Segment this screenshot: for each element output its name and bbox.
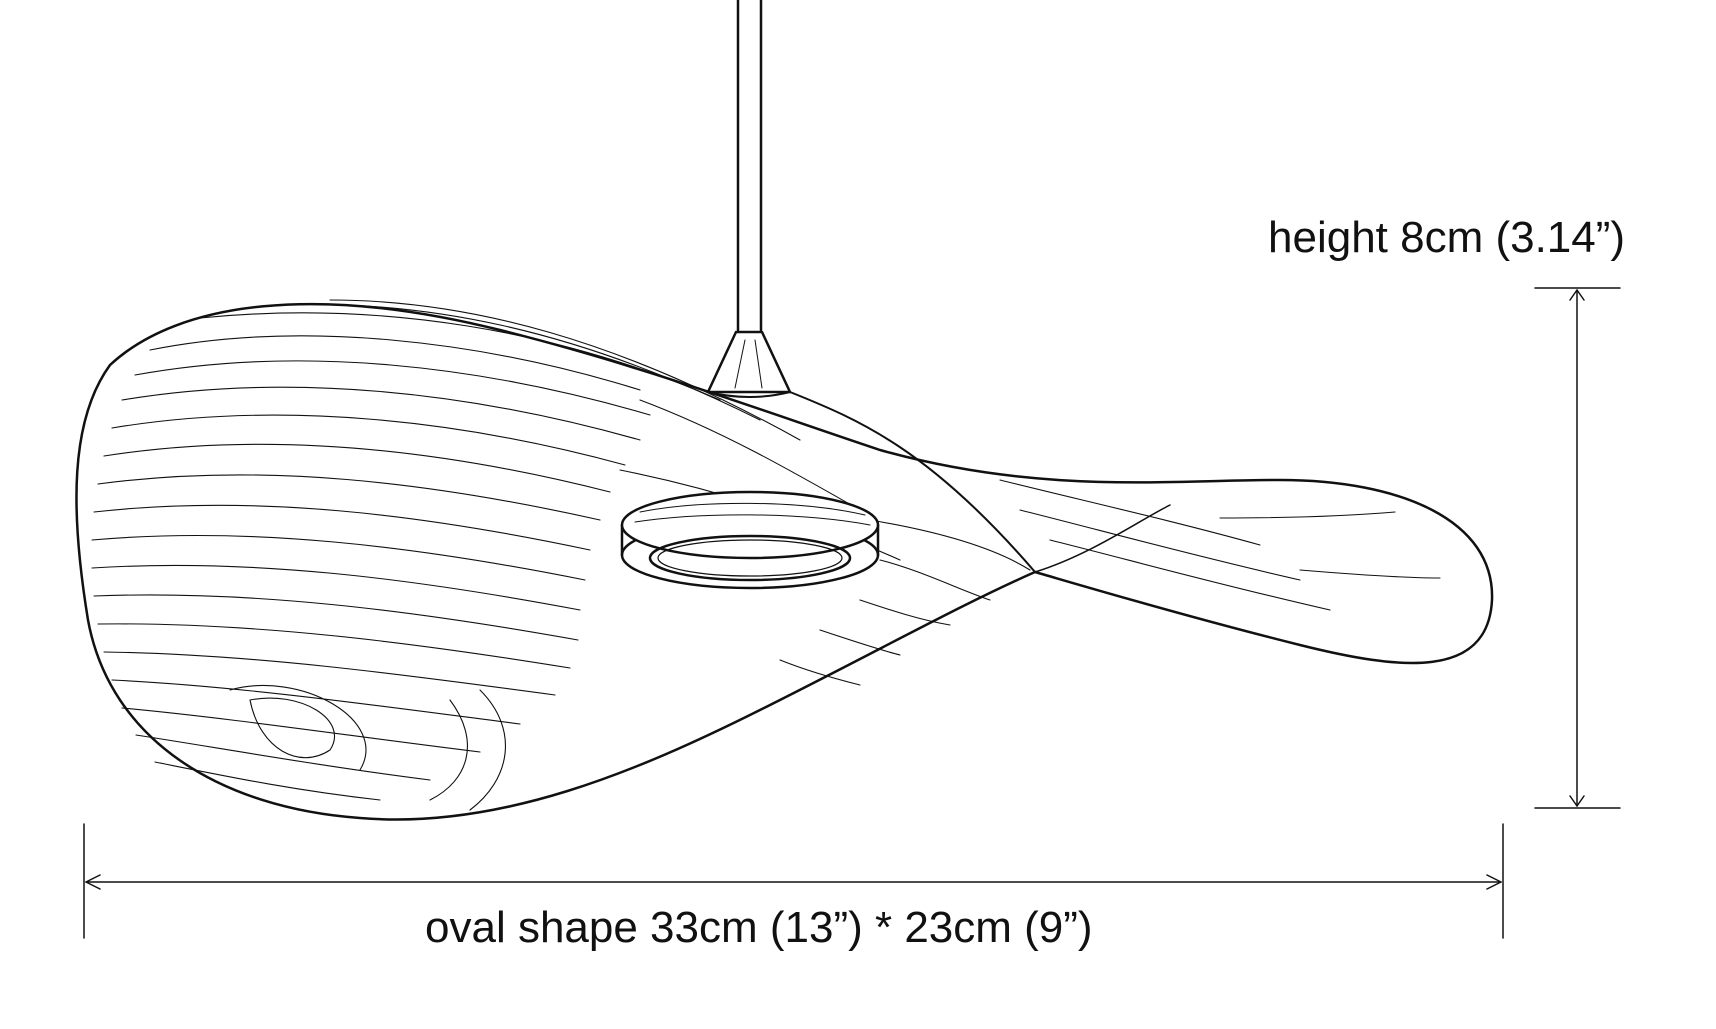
rod-connector	[706, 330, 792, 398]
height-dimension	[1534, 287, 1621, 809]
suspension-rod	[736, 0, 763, 332]
width-dimension	[83, 823, 1504, 939]
height-dimension-label: height 8cm (3.14”)	[1268, 213, 1626, 262]
width-dimension-label: oval shape 33cm (13”) * 23cm (9”)	[425, 903, 1093, 952]
light-ring	[620, 490, 880, 590]
shade-weave-texture	[91, 299, 1441, 811]
